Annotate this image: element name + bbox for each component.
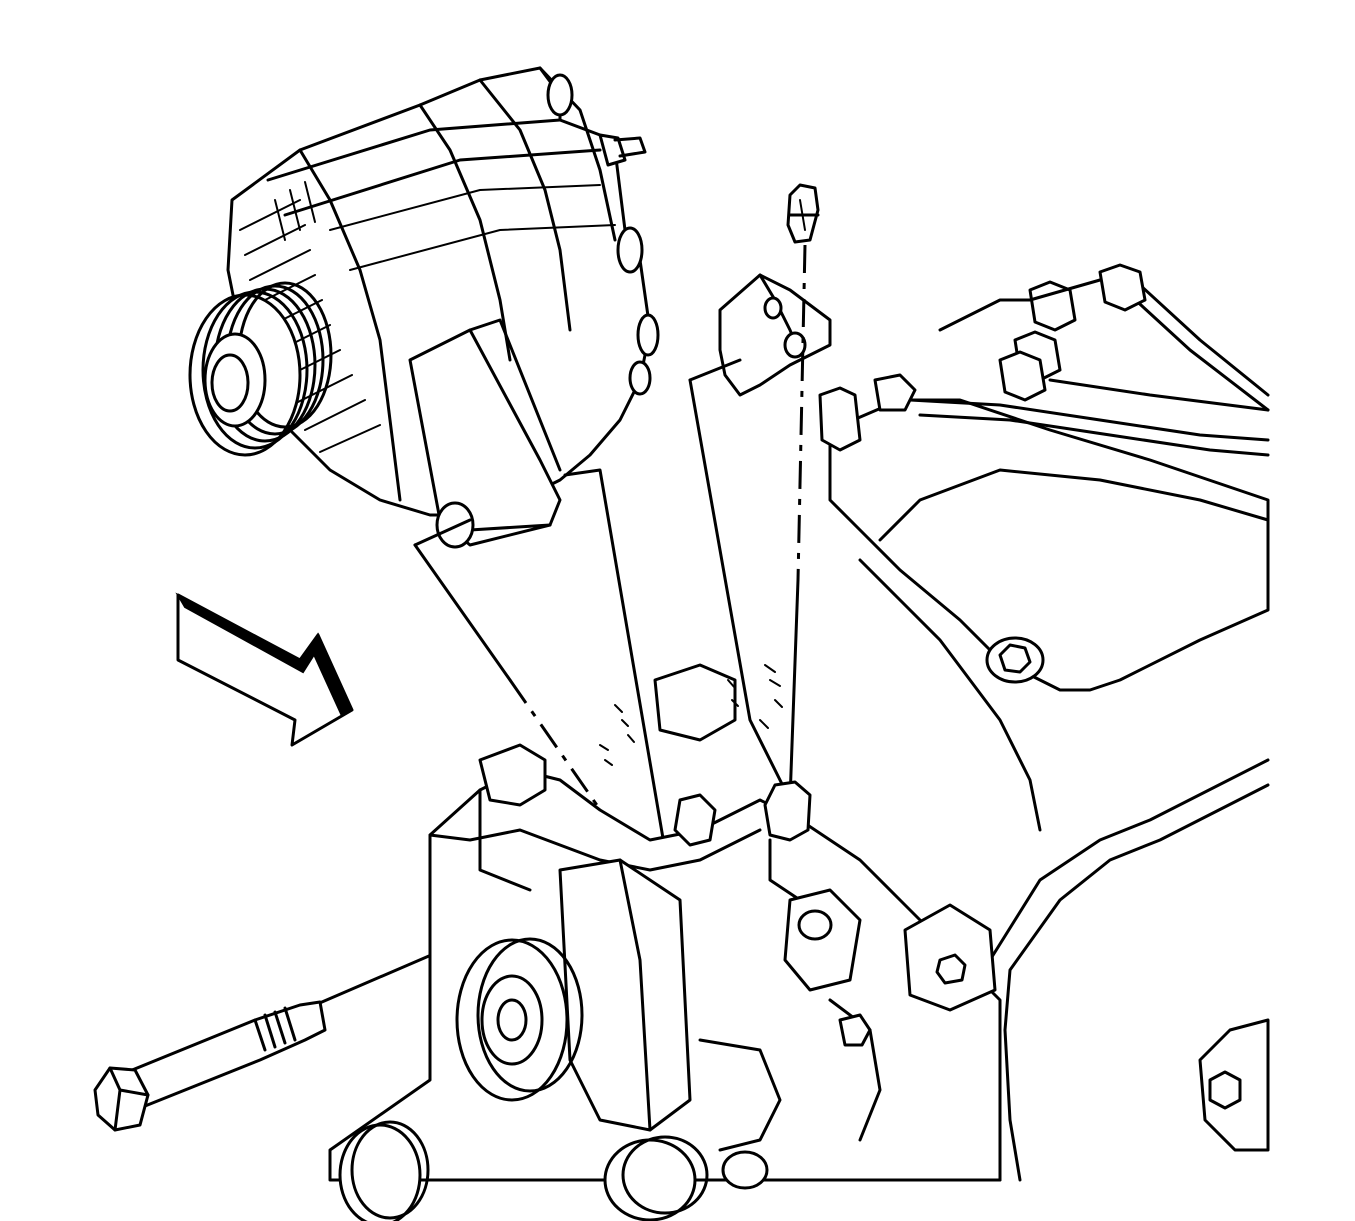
- bracket-nut: [786, 183, 820, 244]
- hidden-line-marks: [599, 664, 783, 766]
- generator: [188, 66, 660, 549]
- intake-manifold: [818, 263, 1270, 692]
- engine-mount-block: [328, 663, 1002, 1221]
- generator-bolt: [93, 1000, 327, 1132]
- view-arrow: [175, 592, 354, 747]
- generator-bracket: [688, 273, 832, 397]
